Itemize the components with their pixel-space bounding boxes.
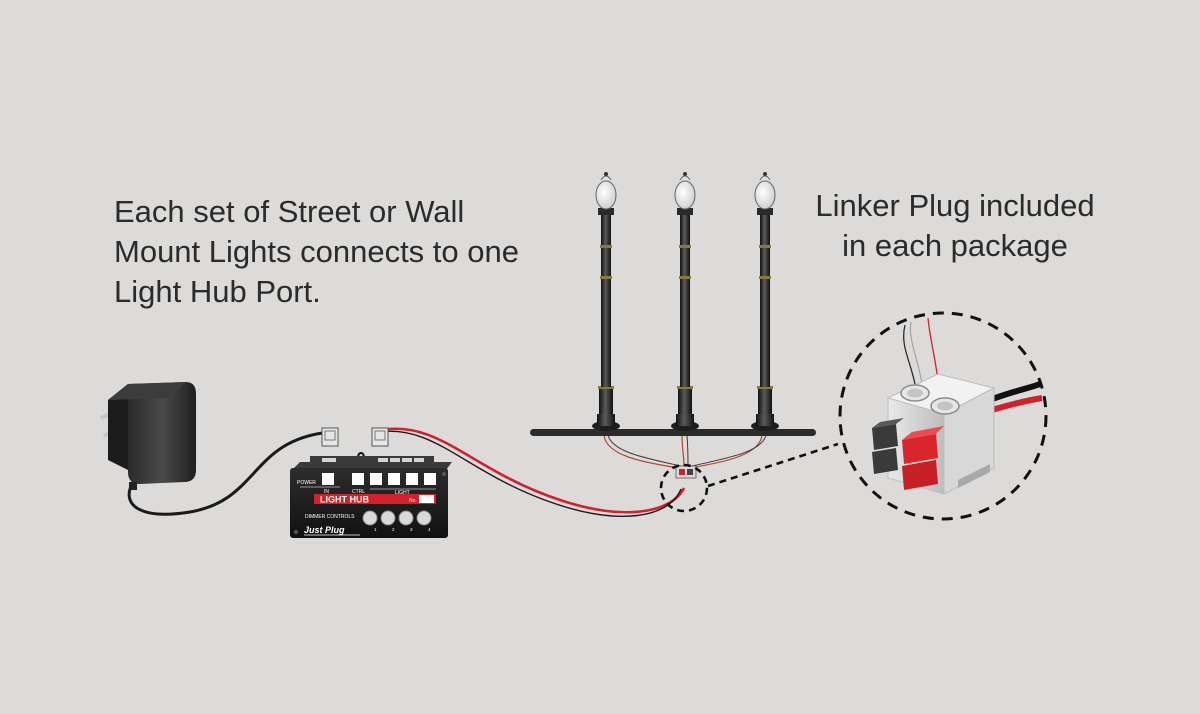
hub-light-port-4 xyxy=(424,473,436,485)
lamp-lead-3 xyxy=(689,434,763,469)
lamp-lead-2 xyxy=(681,434,685,467)
hub-dimmer-label: DIMMER CONTROLS xyxy=(305,514,355,520)
wires xyxy=(127,427,767,517)
caption-left: Each set of Street or Wall Mount Lights … xyxy=(114,192,584,312)
hub-light-label: LIGHT xyxy=(395,490,410,496)
dimmer-dials: 1 2 3 4 xyxy=(362,510,432,532)
hub-power-label: POWER xyxy=(297,480,316,486)
light-hub-icon: POWER IN CTRL LIGHT LIGHT HUB No. DIMMER… xyxy=(290,427,452,538)
caption-right-line-1: Linker Plug included xyxy=(815,188,1095,223)
dimmer-dial-2[interactable] xyxy=(380,510,396,526)
street-lamp-icon xyxy=(671,172,699,431)
hub-to-linker-black-wire xyxy=(377,430,682,517)
hub-light-port-1 xyxy=(370,473,382,485)
hub-title: LIGHT HUB xyxy=(320,495,369,505)
hub-to-linker-red-wire xyxy=(380,427,686,514)
lamp-lead-1 xyxy=(603,434,680,469)
caption-right-line-2: in each package xyxy=(842,228,1068,263)
street-lamps xyxy=(592,172,779,431)
hub-brand: Just Plug xyxy=(304,525,345,535)
lamp-lead-2b xyxy=(686,434,689,467)
caption-right: Linker Plug included in each package xyxy=(800,186,1110,266)
lamp-lead-1b xyxy=(607,434,682,467)
zoom-small-circle xyxy=(659,463,709,513)
dial-number-3: 3 xyxy=(410,527,413,532)
power-adapter-icon xyxy=(99,382,196,490)
linker-plug-icon xyxy=(872,317,1043,495)
dial-number-1: 1 xyxy=(374,527,377,532)
hub-ctrl-label: CTRL xyxy=(352,489,365,495)
hub-title-bar xyxy=(314,494,436,504)
caption-left-line-1: Each set of Street or Wall xyxy=(114,194,465,229)
dimmer-dial-3[interactable] xyxy=(398,510,414,526)
hub-ctrl-port xyxy=(352,473,364,485)
adapter-cable xyxy=(127,430,331,516)
hub-number-label: No. xyxy=(409,498,417,504)
hub-in-label: IN xyxy=(324,489,329,495)
hub-light-port-3 xyxy=(406,473,418,485)
caption-left-line-3: Light Hub Port. xyxy=(114,274,321,309)
hub-power-port xyxy=(322,473,334,485)
street-lamp-icon xyxy=(751,172,779,431)
dimmer-dial-1[interactable] xyxy=(362,510,378,526)
zoom-large-circle xyxy=(838,311,1048,521)
zoom-connector-line xyxy=(707,442,839,488)
street-lamp-icon xyxy=(592,172,620,431)
dial-number-2: 2 xyxy=(392,527,395,532)
caption-left-line-2: Mount Lights connects to one xyxy=(114,234,519,269)
dial-number-4: 4 xyxy=(428,527,431,532)
hub-number-box xyxy=(419,495,434,503)
hub-light-port-2 xyxy=(388,473,400,485)
hub-light-plug xyxy=(371,427,389,447)
dimmer-dial-4[interactable] xyxy=(416,510,432,526)
lamp-lead-3b xyxy=(691,434,767,467)
mounting-board xyxy=(530,429,816,436)
hub-power-plug xyxy=(321,427,339,447)
linker-plug-small xyxy=(675,465,697,479)
